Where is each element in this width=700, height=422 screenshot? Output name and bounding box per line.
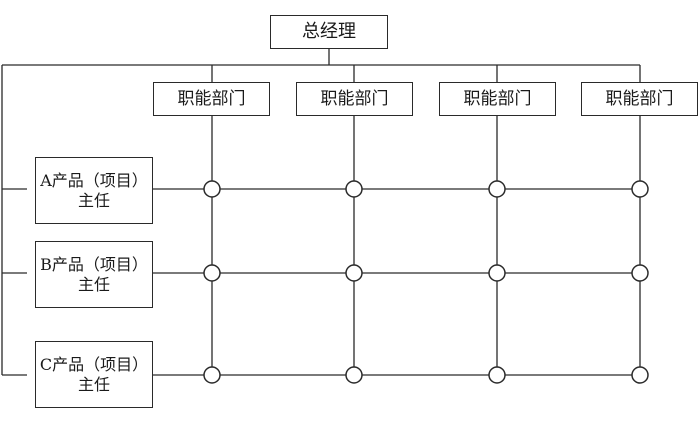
product-label-line2: 主任 [77, 190, 110, 210]
product-label-line1: C产品（项目） [39, 355, 149, 375]
department-box-2: 职能部门 [296, 82, 413, 116]
node-c-1 [203, 366, 221, 384]
general-manager-label: 总经理 [302, 21, 356, 43]
node-c-3 [488, 366, 506, 384]
product-c-box: C产品（项目） 主任 [35, 341, 153, 408]
node-b-3 [488, 264, 506, 282]
product-label-line1: B产品（项目） [40, 255, 148, 275]
department-box-1: 职能部门 [153, 82, 270, 116]
node-b-4 [631, 264, 649, 282]
node-a-4 [631, 180, 649, 198]
node-b-2 [345, 264, 363, 282]
product-label-line2: 主任 [77, 374, 110, 394]
department-label: 职能部门 [320, 88, 389, 109]
department-box-3: 职能部门 [439, 82, 556, 116]
node-a-3 [488, 180, 506, 198]
product-b-box: B产品（项目） 主任 [35, 241, 153, 308]
department-label: 职能部门 [177, 88, 246, 109]
node-a-2 [345, 180, 363, 198]
general-manager-box: 总经理 [270, 15, 388, 49]
department-label: 职能部门 [463, 88, 532, 109]
node-a-1 [203, 180, 221, 198]
department-box-4: 职能部门 [581, 82, 698, 116]
node-b-1 [203, 264, 221, 282]
department-label: 职能部门 [605, 88, 674, 109]
node-c-2 [345, 366, 363, 384]
product-label-line2: 主任 [77, 274, 110, 294]
node-c-4 [631, 366, 649, 384]
product-label-line1: A产品（项目） [40, 171, 148, 191]
product-a-box: A产品（项目） 主任 [35, 157, 153, 224]
